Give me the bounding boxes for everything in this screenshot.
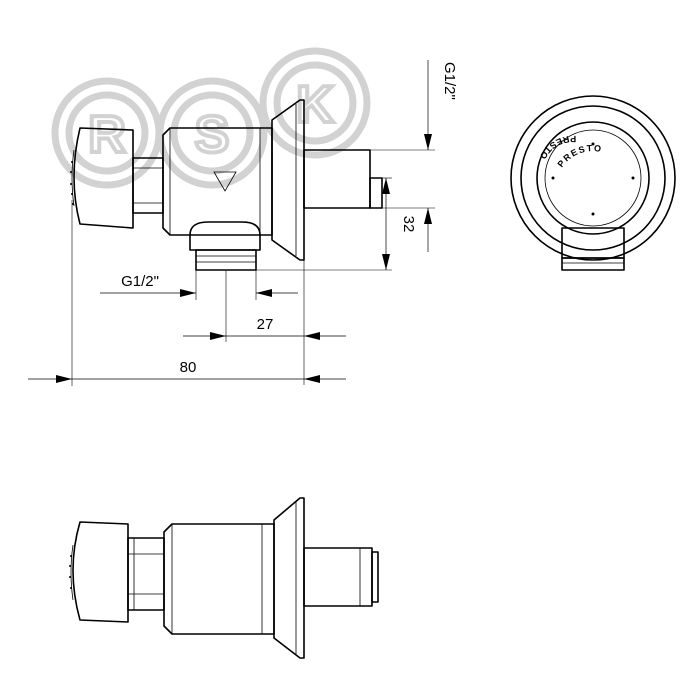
bottom-outlet-collar: [189, 221, 261, 251]
bottom-rear-nipple: [303, 547, 373, 607]
dim-width-80: 80: [28, 200, 346, 386]
front-outlet-thread: [561, 257, 625, 271]
bottom-wall-flange: [273, 497, 305, 659]
logo-inner-ring-r: [65, 91, 149, 175]
front-brand-text-right: PRESTO: [556, 143, 604, 169]
rsk-watermark-logo: R S K: [51, 47, 371, 189]
rear-nipple-thread: [369, 177, 383, 209]
bottom-side-view: [69, 497, 379, 659]
front-view: PRESTO PRESTO: [510, 95, 676, 271]
dim-width-80-label: 80: [180, 359, 197, 376]
bottom-outlet-thread: [195, 249, 257, 271]
logo-ring-k: [259, 47, 371, 159]
bottom-push-button-cap: [72, 521, 129, 623]
dim-thread-top: G1/2": [370, 60, 458, 252]
logo-ring-s: [156, 77, 268, 189]
dim-thread-top-label: G1/2": [441, 62, 458, 100]
rear-nipple: [303, 149, 371, 209]
dim-thread-bottom-label: G1/2": [121, 273, 159, 290]
logo-letter-s: S: [195, 106, 230, 164]
cap-grip-line: [71, 149, 75, 207]
dim-height-32-label: 32: [400, 216, 417, 233]
front-cap-ring: [536, 121, 650, 235]
front-flange-inner: [520, 105, 666, 251]
dimensions: G1/2" 32 G1/2" 27: [28, 60, 458, 386]
dim-thread-bottom: G1/2": [100, 270, 298, 300]
front-flange-outer: [510, 95, 676, 261]
bottom-rear-nipple-end: [371, 551, 379, 603]
logo-letter-k: K: [296, 76, 334, 134]
front-outlet-block: [561, 227, 625, 259]
bottom-valve-body: [163, 523, 275, 635]
dim-height-32: 32: [256, 177, 417, 271]
logo-inner-ring-s: [170, 91, 254, 175]
logo-inner-ring-k: [273, 61, 357, 145]
flow-direction-arrow: [213, 171, 237, 192]
bottom-cap-grip-line: [70, 544, 74, 601]
bottom-stem: [127, 537, 165, 611]
bottom-cap-grip-dots: [69, 555, 72, 589]
push-button-cap: [73, 127, 134, 229]
logo-letter-r: R: [88, 106, 126, 164]
front-cap-face: [544, 129, 642, 227]
dim-width-27: 27: [183, 260, 346, 385]
cap-grip-dots: [70, 161, 74, 205]
dim-width-27-label: 27: [257, 316, 274, 333]
